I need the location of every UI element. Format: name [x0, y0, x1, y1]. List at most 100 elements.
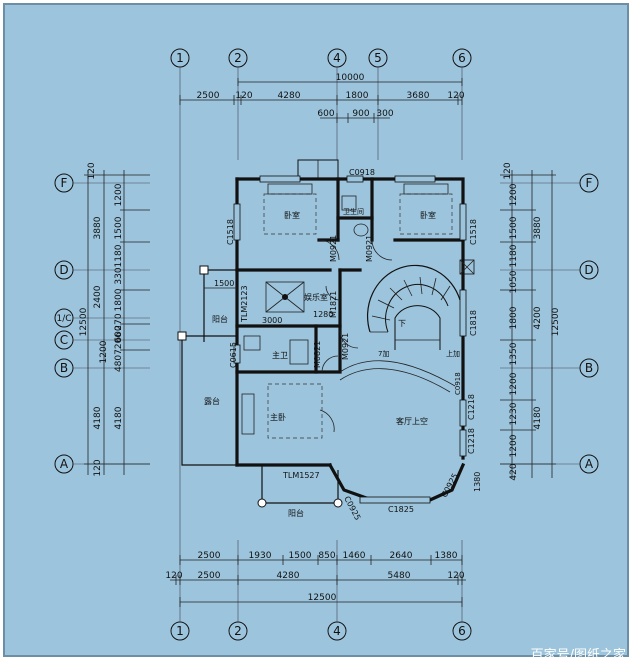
- front-balcony: [257, 465, 343, 508]
- dim-text: 300: [376, 109, 393, 119]
- dim-text: 120: [447, 571, 464, 581]
- dim-text: 270: [114, 313, 124, 330]
- opening-label: C1825: [388, 505, 414, 514]
- dim-text: 2500: [198, 571, 221, 581]
- dim-text: 1800: [509, 306, 519, 329]
- room-label: 阳台: [288, 508, 304, 518]
- axis-label: B: [60, 361, 68, 375]
- dim-text: 10000: [336, 73, 365, 83]
- dim-text: 4200: [533, 306, 543, 329]
- room-labels: 卧室 卫生间 卧室 娱乐室 阳台 主卫 露台 主卧 客厅上空 阳台: [204, 207, 436, 518]
- room-label: 主卧: [270, 412, 286, 422]
- dim-text: 4807206: [114, 332, 124, 372]
- dim-text: 2640: [390, 551, 413, 561]
- axis-bubbles-top: 1 2 4 5 6: [170, 48, 472, 68]
- opening-label: M0921: [341, 333, 350, 360]
- dim-text: 1200: [509, 372, 519, 395]
- dim-text: 1460: [343, 551, 366, 561]
- opening-label: C0918: [454, 372, 462, 395]
- stair-label: 下: [398, 319, 406, 328]
- dim-text: 1500: [289, 551, 312, 561]
- grid-axis-lines: [73, 67, 580, 622]
- opening-label: M0821: [313, 341, 322, 368]
- dim-text: 1500: [509, 216, 519, 239]
- dim-text: 420: [509, 463, 519, 480]
- axis-label: C: [60, 333, 68, 347]
- axis-label: 5: [374, 51, 382, 65]
- dim-text: 12500: [79, 307, 89, 336]
- stair-label: 7加: [378, 349, 389, 358]
- room-label: 阳台: [212, 314, 228, 324]
- terrace-left: [177, 265, 237, 466]
- opening-label: 1500: [214, 279, 234, 288]
- axis-label: 4: [333, 51, 341, 65]
- axis-label: 2: [234, 624, 242, 638]
- room-label: 娱乐室: [304, 292, 328, 302]
- dim-text: 1050: [509, 270, 519, 293]
- dim-text: 120: [235, 91, 252, 101]
- dim-text: 1200: [99, 340, 109, 363]
- axis-label: 6: [458, 624, 466, 638]
- dim-text: 600: [317, 109, 334, 119]
- axis-label: 2: [234, 51, 242, 65]
- dim-text: 850: [318, 551, 335, 561]
- axis-label: A: [60, 457, 69, 471]
- opening-label: C1218: [467, 428, 476, 454]
- opening-label: M0921: [365, 235, 374, 262]
- stair-label: 上加: [446, 349, 460, 358]
- dim-text: 120: [87, 162, 97, 179]
- dim-text: 4180: [93, 406, 103, 429]
- opening-label: C0918: [349, 168, 375, 177]
- opening-label: M0921: [329, 235, 338, 262]
- spiral-stair: [366, 259, 475, 350]
- furniture: [241, 183, 453, 439]
- axis-bubbles-bottom: 1 2 4 6: [170, 621, 472, 641]
- living-void: [339, 360, 456, 393]
- axis-label: 6: [458, 51, 466, 65]
- axis-label: 1/C: [56, 314, 71, 324]
- axis-label: B: [585, 361, 593, 375]
- opening-label: C1218: [467, 394, 476, 420]
- building-walls: [233, 159, 467, 504]
- dim-text: 1200: [509, 434, 519, 457]
- opening-label: C0615: [229, 342, 238, 368]
- axis-label: 1: [176, 51, 184, 65]
- room-label: 卫生间: [343, 207, 364, 216]
- axis-label: A: [585, 457, 594, 471]
- watermark: 百家号/图纸之家: [530, 648, 626, 663]
- room-label: 客厅上空: [396, 416, 428, 426]
- axis-bubbles-right: F D B A: [579, 173, 599, 474]
- opening-label: 3000: [262, 316, 282, 325]
- stair-labels: 下 7加 上加: [378, 319, 460, 358]
- dim-text: 2400: [93, 285, 103, 308]
- room-label: 卧室: [420, 210, 436, 220]
- opening-label: 1380: [473, 472, 482, 492]
- axis-label: F: [61, 176, 68, 190]
- dim-text: 1800: [346, 91, 369, 101]
- dim-text: 120: [165, 571, 182, 581]
- dim-text: 3680: [407, 91, 430, 101]
- axis-bubbles-left: F D 1/C C B A: [54, 173, 74, 474]
- opening-label: 1280: [313, 310, 333, 319]
- opening-label: M1821: [329, 291, 338, 318]
- dim-text: 4280: [278, 91, 301, 101]
- dim-text: 120: [503, 162, 513, 179]
- dim-text: 1800: [114, 288, 124, 311]
- axis-label: F: [586, 176, 593, 190]
- opening-label: C1818: [469, 310, 478, 336]
- dim-text: 330: [114, 267, 124, 284]
- dim-text: 2500: [197, 91, 220, 101]
- dim-text: 600: [114, 325, 124, 342]
- dim-text: 120: [447, 91, 464, 101]
- dim-text: 1500: [114, 216, 124, 239]
- dim-text: 1230: [509, 402, 519, 425]
- room-label: 卧室: [284, 210, 300, 220]
- axis-label: 1: [176, 624, 184, 638]
- dim-text: 4180: [533, 406, 543, 429]
- dim-text: 3880: [93, 216, 103, 239]
- dim-text: 120: [93, 459, 103, 476]
- dim-text: 1930: [249, 551, 272, 561]
- right-dimensions: 120 1200 1500 1180 1050 1800 1350 1200 1…: [500, 162, 561, 481]
